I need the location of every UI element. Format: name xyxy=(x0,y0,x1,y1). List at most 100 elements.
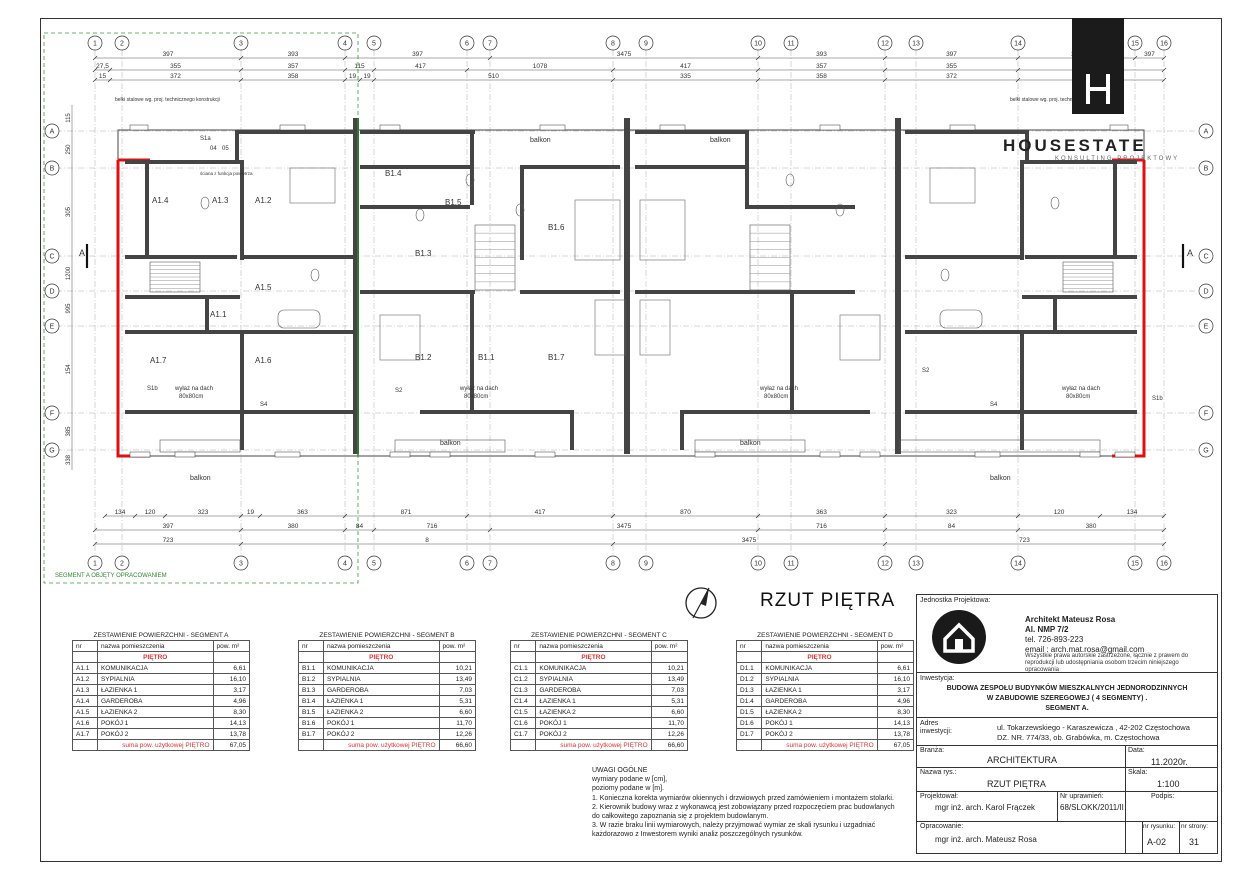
dimension-label: 1078 xyxy=(533,63,548,70)
partition-wall xyxy=(905,130,1025,134)
toilet-icon xyxy=(515,203,525,217)
dimension-label: 115 xyxy=(354,63,365,70)
axis-bubble xyxy=(1198,405,1214,421)
table-title: ZESTAWIENIE POWIERZCHNI - SEGMENT D xyxy=(736,630,914,641)
dimension-tick xyxy=(238,67,244,73)
axis-bubble xyxy=(605,35,621,51)
dimension-label: 716 xyxy=(816,523,827,530)
license-value: 68/SLOKK/2011/II xyxy=(1060,803,1124,812)
bed-icon xyxy=(639,199,686,261)
north-arrow-icon xyxy=(685,587,717,619)
floor-label: PIĘTRO xyxy=(96,651,214,663)
dimension-label: 19 xyxy=(247,509,255,516)
table-title: ZESTAWIENIE POWIERZCHNI - SEGMENT C xyxy=(510,630,688,641)
window-symbol xyxy=(694,451,716,458)
investment-line-3: SEGMENT A. xyxy=(1045,705,1089,712)
roof-access-label: wyłaz na dach xyxy=(759,386,798,392)
axis-bubble xyxy=(1198,160,1214,176)
element-label: S1b xyxy=(1152,396,1163,402)
room-label: A1.2 xyxy=(255,196,272,205)
table-header: nazwa pomieszczenia xyxy=(535,640,652,652)
unit-label: Jednostka Projektowa: xyxy=(920,597,991,604)
dimension-tick xyxy=(342,527,348,533)
segment-a-note: SEGMENT A OBJĘTY OPRACOWANIEM xyxy=(55,573,167,579)
dimension-tick xyxy=(162,513,168,519)
axis-bubble xyxy=(1198,123,1214,139)
axis-bubble xyxy=(233,555,249,571)
axis-bubble xyxy=(44,405,60,421)
axis-number: 12 xyxy=(881,561,889,568)
window-symbol xyxy=(379,124,401,131)
window-symbol xyxy=(274,451,301,458)
dimension-label: 870 xyxy=(680,509,691,516)
notes-title: UWAGI OGÓLNE xyxy=(592,767,648,774)
axis-number: 15 xyxy=(1131,41,1139,48)
room-label: B1.2 xyxy=(415,353,432,362)
dimension-tick xyxy=(102,513,108,519)
dimension-label: 372 xyxy=(946,73,957,80)
axis-number: 4 xyxy=(343,41,347,48)
dimension-label: 393 xyxy=(816,51,827,58)
element-label: S1a xyxy=(200,136,211,142)
dimension-tick xyxy=(107,67,113,73)
partition-wall xyxy=(1053,295,1057,330)
dimension-label: 380 xyxy=(1086,523,1097,530)
axis-bubble xyxy=(337,555,353,571)
axis-number: 7 xyxy=(488,561,492,568)
dimension-tick xyxy=(1161,77,1167,83)
roof-access-label: wyłaz na dach xyxy=(1061,386,1100,392)
partition-wall xyxy=(125,295,240,299)
bed-icon xyxy=(379,314,421,361)
axis-bubble xyxy=(44,442,60,458)
window-symbol xyxy=(659,124,686,131)
axis-letter: B xyxy=(50,166,55,173)
bed-icon xyxy=(929,167,976,204)
dimension-tick xyxy=(1015,527,1021,533)
axis-letter: D xyxy=(49,289,54,296)
party-wall xyxy=(895,118,901,454)
roof-access-label: wyłaz na dach xyxy=(174,386,213,392)
room-label: A1.1 xyxy=(210,310,227,319)
dimension-label: 995 xyxy=(66,303,72,314)
axis-number: 1 xyxy=(93,561,97,568)
window-symbol xyxy=(859,451,881,458)
dimension-label: 323 xyxy=(198,509,209,516)
dimension-tick xyxy=(238,55,244,61)
dimension-tick xyxy=(238,527,244,533)
partition-wall xyxy=(635,165,745,169)
dimension-label: 3475 xyxy=(617,523,632,530)
dimension-tick xyxy=(107,77,113,83)
dimension-label: 716 xyxy=(427,523,438,530)
partition-wall xyxy=(745,290,855,294)
window-symbol xyxy=(389,451,411,458)
roof-access-label: wyłaz na dach xyxy=(459,386,498,392)
axis-number: 9 xyxy=(644,561,648,568)
dimension-label: 358 xyxy=(288,73,299,80)
date-value: 11.2020r. xyxy=(1151,757,1188,767)
window-symbol xyxy=(429,451,451,458)
balcony-label: balkon xyxy=(190,475,211,482)
axis-number: 11 xyxy=(787,561,794,568)
partition-wall xyxy=(145,160,149,255)
architect-phone: tel. 726-893-223 xyxy=(1025,635,1084,644)
brand-logo xyxy=(1072,18,1124,114)
bed-icon xyxy=(574,199,621,261)
room-label: A1.3 xyxy=(212,196,229,205)
dimension-label: 723 xyxy=(163,537,174,544)
axis-bubble xyxy=(908,35,924,51)
table-header: pow. m² xyxy=(876,640,915,652)
toilet-icon xyxy=(465,173,475,187)
brand-name: HOUSESTATE xyxy=(1003,136,1147,155)
window-symbol xyxy=(1109,124,1129,131)
room-label: B1.3 xyxy=(415,249,432,258)
partition-wall xyxy=(1020,330,1024,450)
bed-icon xyxy=(594,299,626,356)
partition-wall xyxy=(470,290,474,410)
